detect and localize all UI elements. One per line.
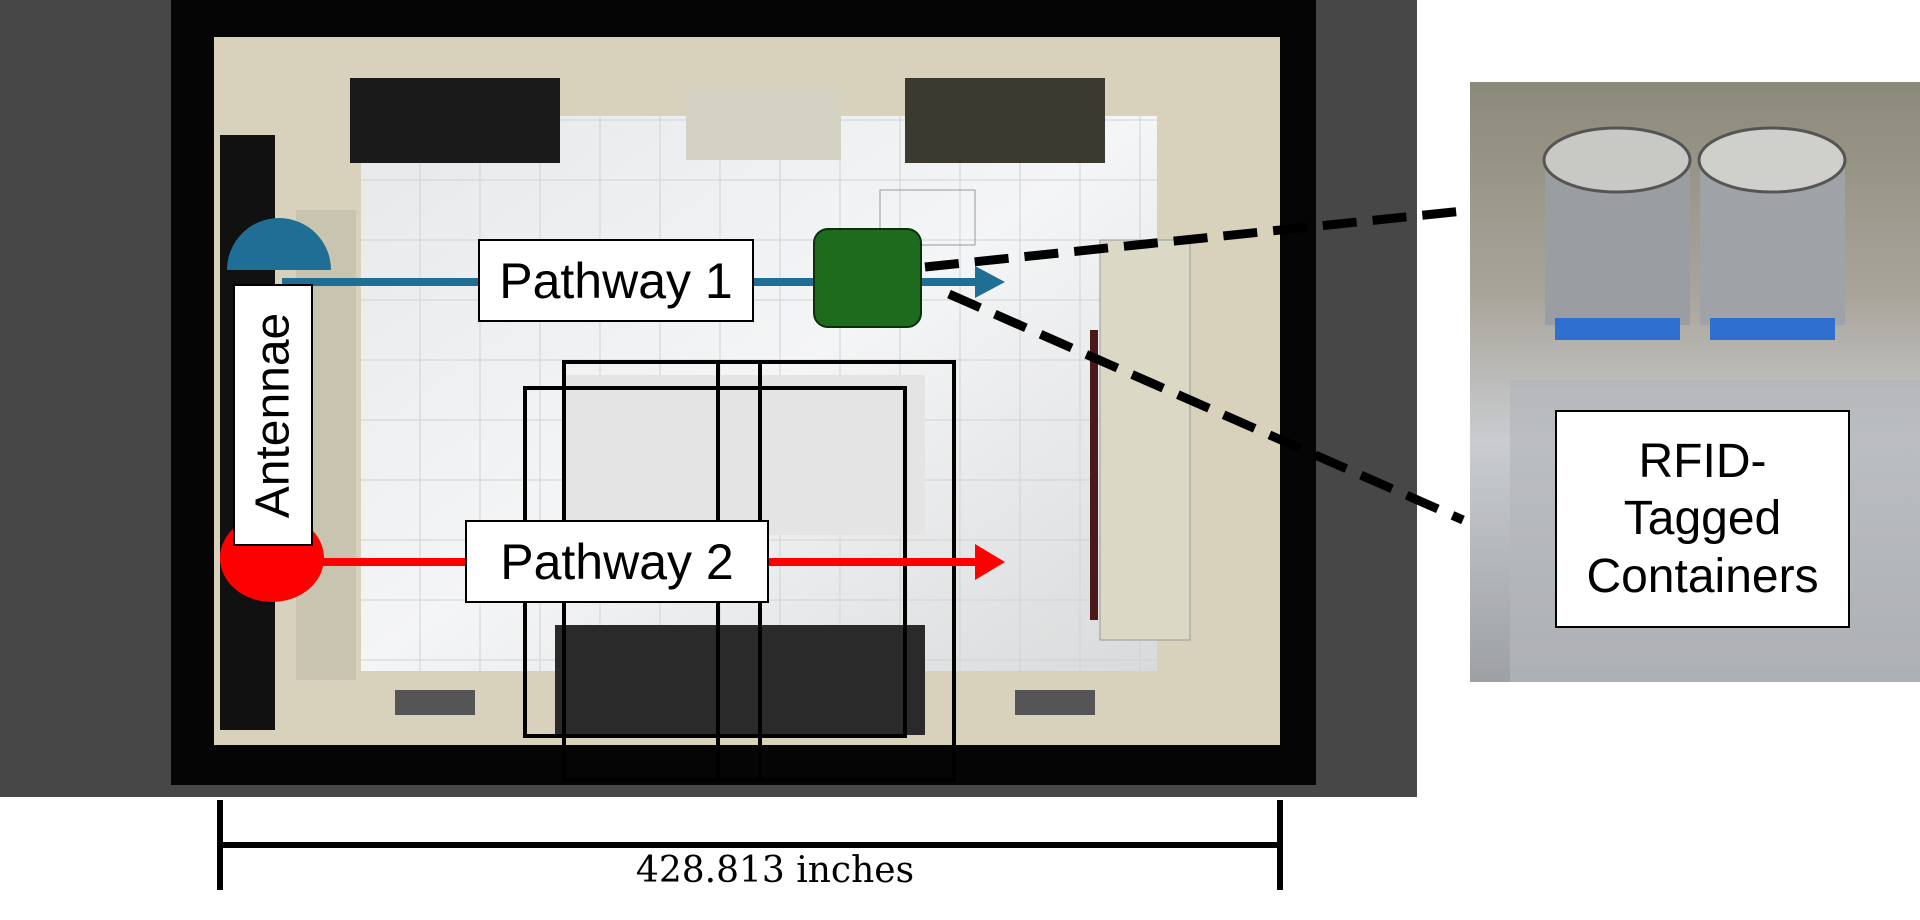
equipment-rack <box>350 78 560 163</box>
antennae-text: Antennae <box>246 312 300 518</box>
pathway-1-label: Pathway 1 <box>478 239 754 322</box>
antenna-1-marker <box>227 218 331 270</box>
container-1 <box>1542 126 1692 340</box>
callout-line-bottom <box>947 289 1465 525</box>
instrument-dark <box>555 625 925 735</box>
pathway-1-arrowhead <box>975 266 1005 298</box>
scale-label: 428.813 inches <box>635 850 915 891</box>
instrument-white <box>565 375 925 535</box>
callout-line-top <box>924 206 1464 272</box>
container-2 <box>1697 126 1847 340</box>
equipment-cabinet <box>905 78 1105 163</box>
containers-label: RFID- Tagged Containers <box>1555 410 1850 628</box>
scale-bar <box>217 800 1283 890</box>
pathway-2-label: Pathway 2 <box>465 520 769 603</box>
rfid-tag-marker <box>813 228 922 328</box>
antennae-label: Antennae <box>233 284 313 546</box>
pathway-2-arrowhead <box>975 544 1005 580</box>
equipment-bench <box>686 90 841 160</box>
